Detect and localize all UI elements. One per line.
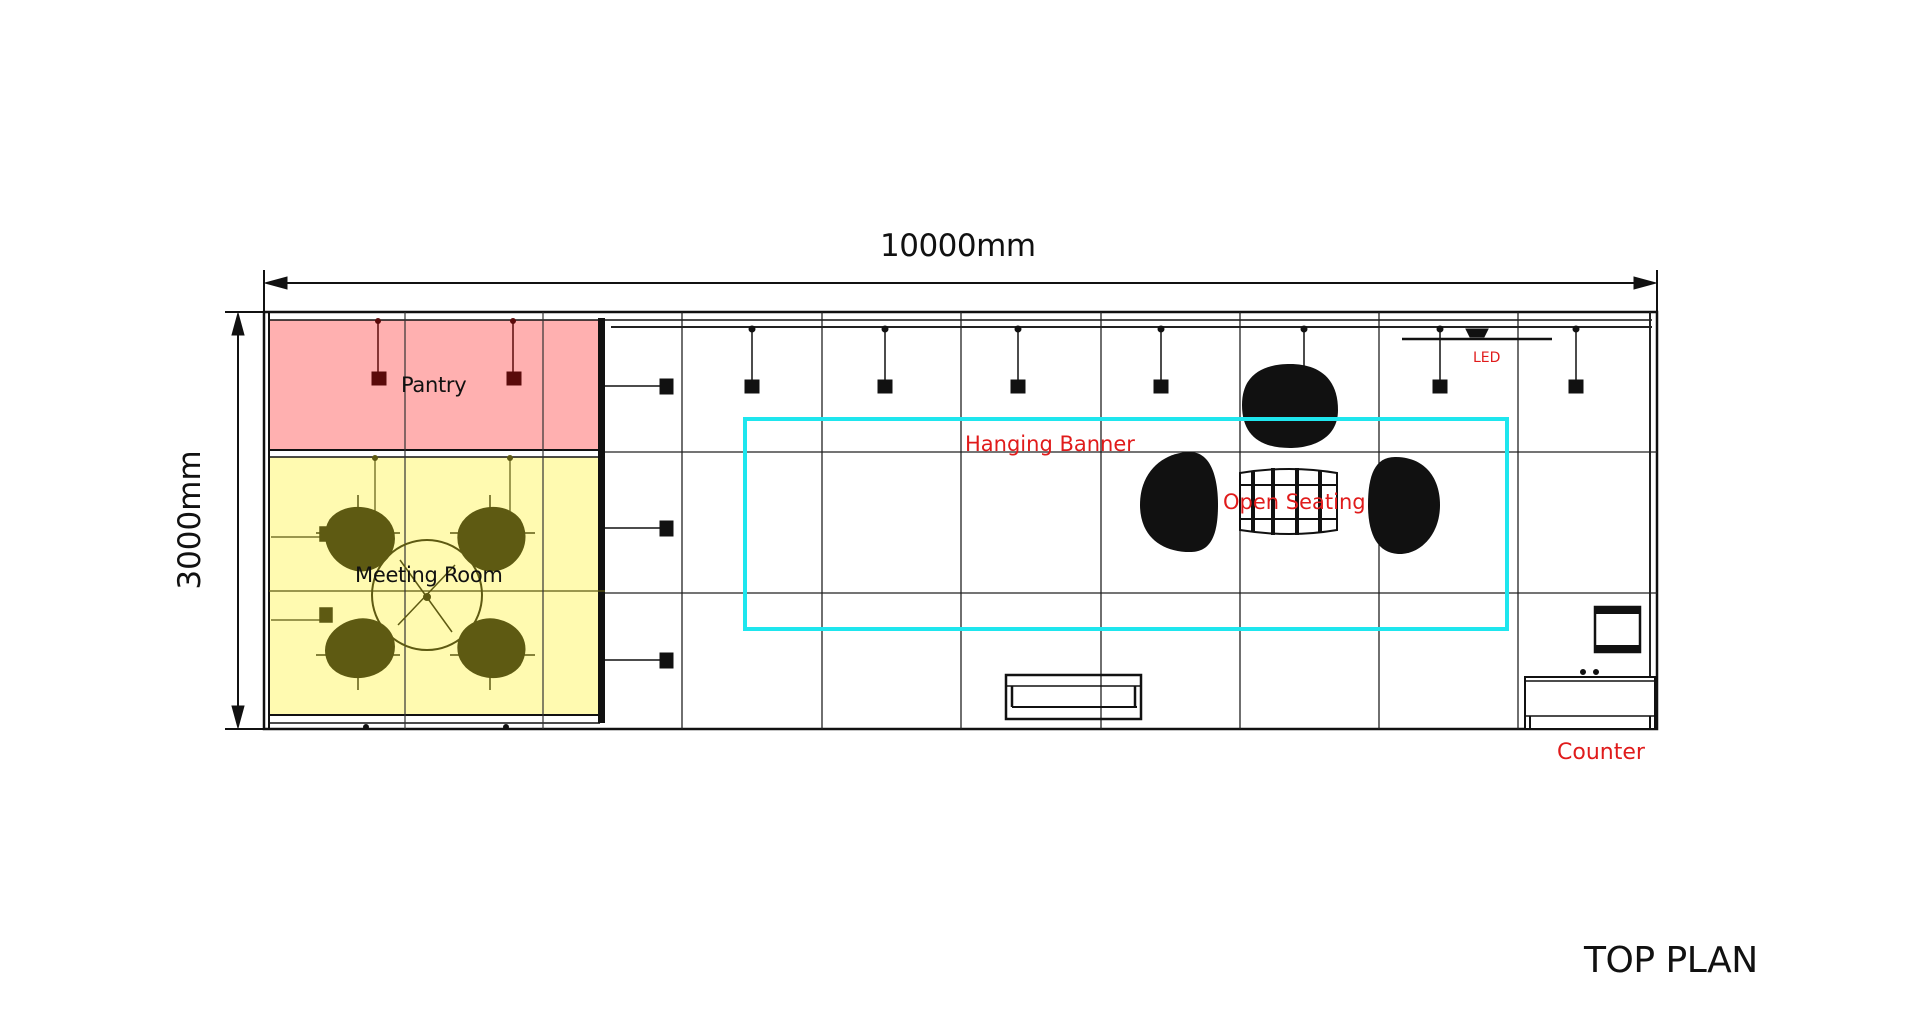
led-label: LED [1473,350,1501,366]
chair-icon [316,495,400,572]
chair-icon [316,607,400,690]
height-dimension-line [225,311,264,730]
open-seating-label: Open Seating [1223,490,1366,514]
open-seating-furniture [1140,364,1440,554]
chair-icon [450,618,535,690]
seat-pouf-left [1140,452,1218,552]
seat-pouf-top [1242,364,1338,448]
pantry-label: Pantry [401,373,467,397]
meeting-table [371,539,483,651]
pendant-lamps [744,325,1584,394]
open-area-grid [605,312,1657,729]
seat-pouf-right [1368,457,1440,554]
meeting-room-label: Meeting Room [355,563,503,587]
bench [1004,673,1143,721]
height-dimension-label: 3000mm [172,450,208,590]
monitor [1593,605,1642,654]
counter-label: Counter [1557,740,1645,765]
wall-spot-lamps [605,378,674,669]
barrel-table [1239,468,1338,535]
room-grid-lines [404,312,544,729]
hanging-banner-outline [743,417,1509,631]
width-dimension-label: 10000mm [880,228,1036,264]
hanging-banner-label: Hanging Banner [965,432,1135,456]
meeting-chairs [316,495,535,690]
led-screen [1402,328,1552,341]
width-dimension-line [263,270,1658,312]
partition-walls [269,318,605,723]
chair-icon [450,495,535,572]
pantry-lamps [371,318,522,386]
counter [1524,669,1656,730]
drawing-title: TOP PLAN [1584,940,1758,981]
pantry-area [269,320,600,450]
